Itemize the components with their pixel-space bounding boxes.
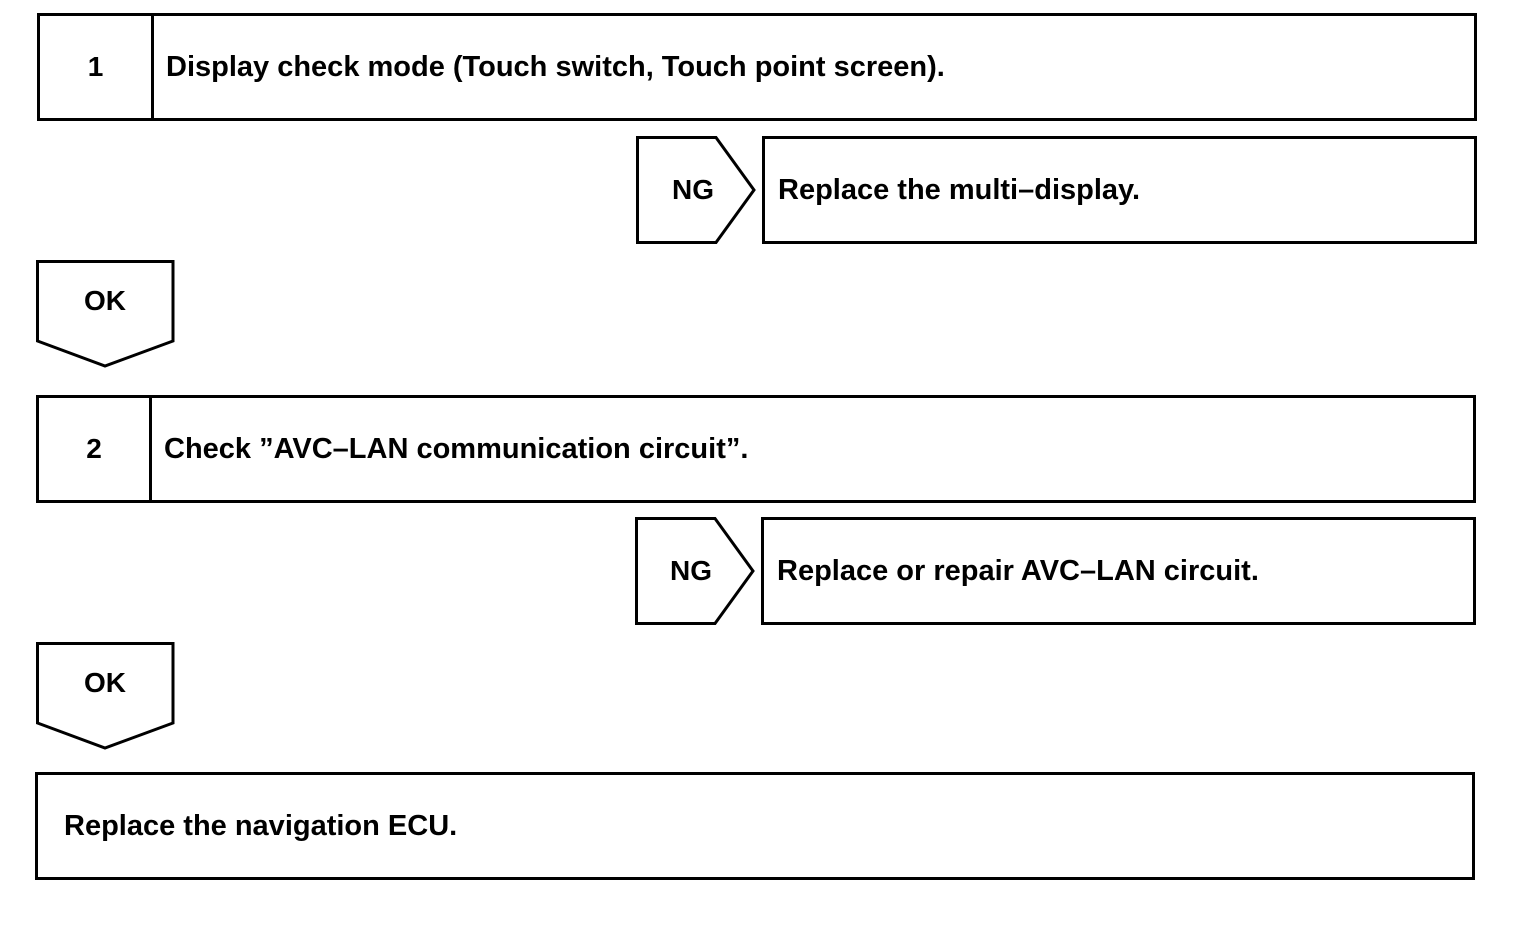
ng-action-2-box <box>761 517 1476 625</box>
ok-label-2: OK <box>84 667 126 698</box>
final-step-box <box>35 772 1475 880</box>
step-1-divider <box>151 13 154 121</box>
ng-label-2: NG <box>670 555 712 586</box>
step-1-number: 1 <box>87 51 104 82</box>
step-2-divider <box>149 395 152 503</box>
ng-action-1-box <box>762 136 1477 244</box>
ng-label-1: NG <box>672 174 714 205</box>
ng-arrow-2 <box>635 517 755 625</box>
ng-action-1-text: Replace the multi–display. <box>778 173 1141 206</box>
step-2-box <box>36 395 1476 503</box>
final-step-text: Replace the navigation ECU. <box>64 809 458 842</box>
step-1-box <box>37 13 1477 121</box>
ok-arrow-2 <box>36 642 175 750</box>
step-2-number: 2 <box>86 433 102 464</box>
ng-action-2-text: Replace or repair AVC–LAN circuit. <box>777 554 1259 587</box>
ok-arrow-1 <box>36 260 175 368</box>
ok-label-1: OK <box>84 285 126 316</box>
ng-arrow-1 <box>636 136 756 244</box>
step-2-text: Check ”AVC–LAN communication circuit”. <box>164 432 749 465</box>
step-1-text: Display check mode (Touch switch, Touch … <box>166 50 945 83</box>
